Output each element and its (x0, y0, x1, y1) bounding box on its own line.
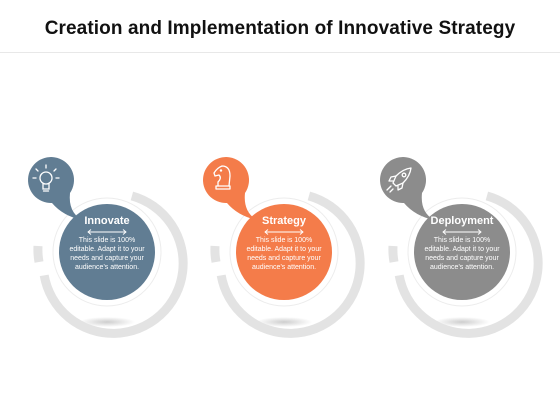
step-description-line: audience’s attention. (75, 264, 139, 271)
step-circle (59, 204, 155, 300)
double-arrow (264, 229, 304, 235)
step-title: Innovate (84, 215, 129, 227)
outer-ring-tail (33, 245, 44, 263)
double-arrow (87, 229, 127, 235)
step-description-line: audience’s attention. (252, 264, 316, 271)
icon-pin (28, 157, 82, 220)
step-description-line: This slide is 100% (434, 237, 490, 244)
step-description-line: This slide is 100% (79, 237, 135, 244)
step-description-line: editable. Adapt it to your (69, 246, 145, 253)
icon-pin (380, 157, 434, 220)
rocket-icon (386, 167, 412, 193)
step-shadow (79, 317, 135, 327)
outer-ring-arc (39, 191, 188, 338)
step-title: Deployment (431, 215, 494, 227)
step-description-line: needs and capture your (247, 255, 321, 262)
step-description-line: needs and capture your (425, 255, 499, 262)
step-circle (414, 204, 510, 300)
step-shadow (256, 317, 312, 327)
step-innovate: Innovate This slide is 100% editable. Ad… (28, 157, 188, 338)
outer-ring-tail (210, 245, 221, 263)
step-strategy: Strategy This slide is 100% editable. Ad… (203, 157, 365, 338)
slide-title: Creation and Implementation of Innovativ… (44, 18, 516, 39)
step-description-line: editable. Adapt it to your (246, 246, 322, 253)
step-description-line: audience’s attention. (430, 264, 494, 271)
outer-ring-tail (388, 245, 399, 263)
lightbulb-icon (32, 164, 60, 192)
double-arrow (442, 229, 482, 235)
step-description-line: editable. Adapt it to your (424, 246, 500, 253)
title-divider (0, 52, 560, 53)
step-deployment: Deployment This slide is 100% editable. … (380, 157, 543, 338)
step-circle (236, 204, 332, 300)
outer-ring-arc (216, 191, 365, 338)
step-title: Strategy (262, 215, 307, 227)
step-description-line: needs and capture your (70, 255, 144, 262)
outer-ring-arc (394, 191, 543, 338)
chess-knight-icon (213, 165, 231, 190)
step-description-line: This slide is 100% (256, 237, 312, 244)
step-shadow (434, 317, 490, 327)
